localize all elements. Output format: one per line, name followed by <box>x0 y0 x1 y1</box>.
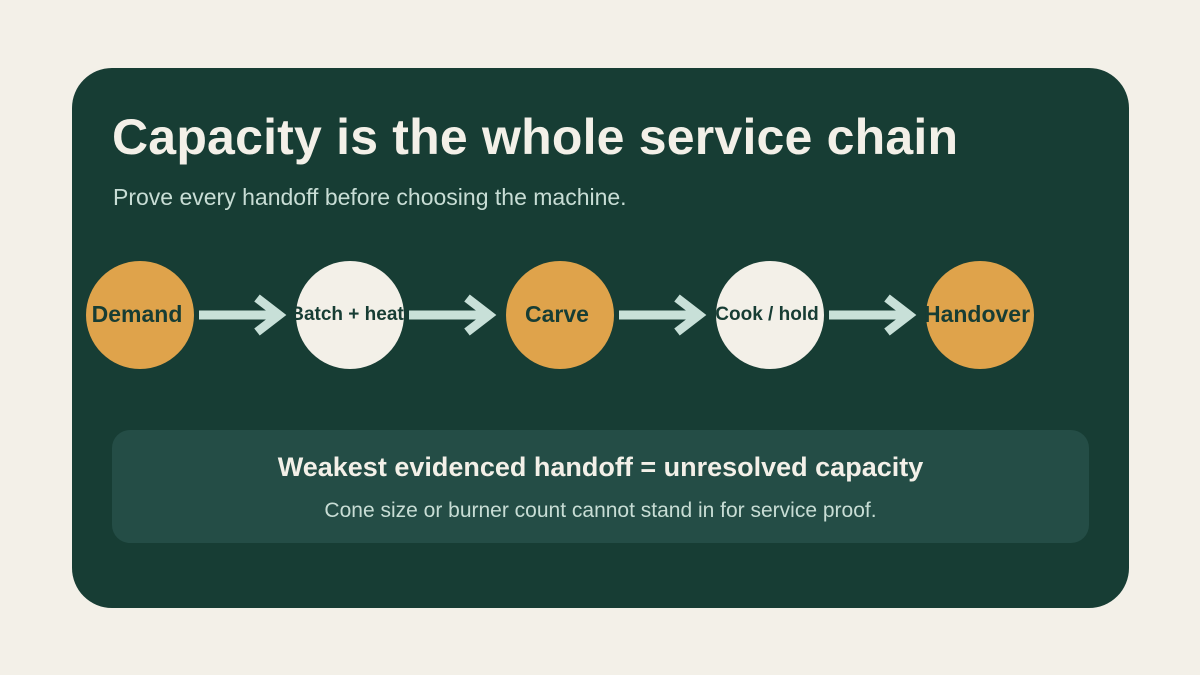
node-label: Handover <box>923 301 1031 328</box>
node-carve: Carve <box>506 261 614 369</box>
arrow-right-icon <box>409 294 497 336</box>
callout-title: Weakest evidenced handoff = unresolved c… <box>277 452 924 482</box>
arrow-right-icon <box>829 294 917 336</box>
node-cook-hold: Cook / hold <box>715 261 824 369</box>
node-batch-heat: Batch + heat <box>290 261 404 369</box>
arrow-right-icon <box>619 294 707 336</box>
node-label: Demand <box>91 301 183 328</box>
arrow-right-icon <box>199 294 287 336</box>
node-handover: Handover <box>924 261 1034 369</box>
node-demand: Demand <box>86 261 194 369</box>
node-label: Batch + heat <box>290 303 404 325</box>
node-label: Carve <box>525 301 589 328</box>
callout-text: Cone size or burner count cannot stand i… <box>324 499 877 522</box>
page-subtitle: Prove every handoff before choosing the … <box>113 184 627 210</box>
node-label: Cook / hold <box>715 303 819 325</box>
callout-box: Weakest evidenced handoff = unresolved c… <box>112 430 1089 543</box>
page-title: Capacity is the whole service chain <box>112 109 959 165</box>
